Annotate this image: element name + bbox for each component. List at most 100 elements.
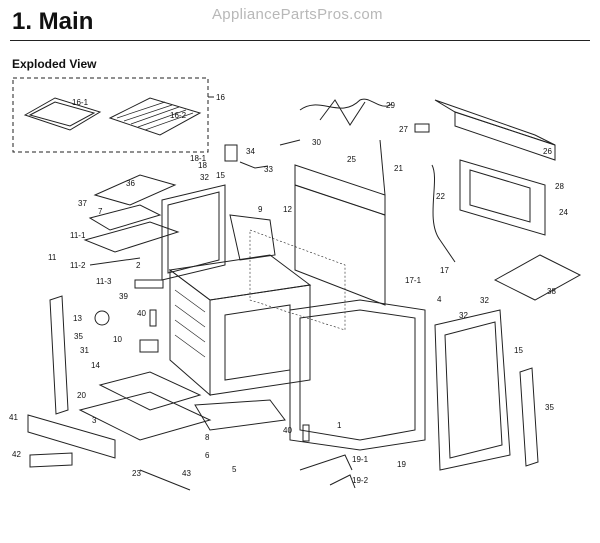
callout-label: 7 xyxy=(98,207,103,216)
callout-label: 28 xyxy=(555,182,564,191)
side-trim-35-right xyxy=(519,367,539,467)
bracket-27 xyxy=(414,123,430,133)
callout-label: 40 xyxy=(283,426,292,435)
callout-label: 31 xyxy=(80,346,89,355)
hinge-19-1 xyxy=(299,454,353,471)
callout-label: 15 xyxy=(216,171,225,180)
callout-label: 20 xyxy=(77,391,86,400)
callout-label: 6 xyxy=(205,451,210,460)
callout-label: 41 xyxy=(9,413,18,422)
trim-42 xyxy=(29,452,73,468)
kick-panel-41 xyxy=(27,414,116,459)
callout-label: 36 xyxy=(126,179,135,188)
callout-label: 35 xyxy=(545,403,554,412)
callout-label: 17-1 xyxy=(405,276,422,285)
callout-label: 27 xyxy=(399,125,408,134)
callout-label: 26 xyxy=(543,147,552,156)
callout-label: 34 xyxy=(246,147,255,156)
back-panel-front xyxy=(454,111,556,161)
callout-label: 24 xyxy=(559,208,568,217)
callout-label: 32 xyxy=(459,311,468,320)
door-glass xyxy=(444,321,503,459)
bracket-11-1 xyxy=(83,221,180,253)
section-subtitle: Exploded View xyxy=(12,57,97,71)
tube-21 xyxy=(379,139,386,196)
panel-7 xyxy=(88,204,162,231)
bracket-40 xyxy=(302,424,310,442)
oven-rack-bars xyxy=(116,101,194,131)
callout-label: 4 xyxy=(437,295,442,304)
hinge-19-2 xyxy=(329,474,356,489)
cavity-opening xyxy=(224,304,291,381)
callout-label: 35 xyxy=(74,332,83,341)
callout-label: 8 xyxy=(205,433,210,442)
rack-group-box xyxy=(12,77,209,153)
side-trim-35-left xyxy=(49,295,69,415)
title-rule xyxy=(10,40,590,41)
callout-label: 16 xyxy=(216,93,225,102)
callout-label: 32 xyxy=(200,173,209,182)
bracket-11-2 xyxy=(89,257,141,266)
cavity-left xyxy=(169,269,211,397)
callout-label: 14 xyxy=(91,361,100,370)
side-frame-15 xyxy=(161,184,226,281)
drawer-3 xyxy=(78,391,212,441)
callout-label: 11-3 xyxy=(96,277,112,286)
cavity-rack-slots xyxy=(174,289,206,358)
callout-label: 13 xyxy=(73,314,82,323)
callout-label: 25 xyxy=(347,155,356,164)
callout-label: 2 xyxy=(136,261,141,270)
back-panel-top xyxy=(434,99,556,146)
bracket-40b xyxy=(149,309,157,327)
flat-tray-part xyxy=(23,97,102,131)
back-frame-17 xyxy=(294,184,386,306)
callout-label: 5 xyxy=(232,465,237,474)
callout-label: 37 xyxy=(78,199,87,208)
rear-cover-part xyxy=(459,159,546,236)
callout-label: 9 xyxy=(258,205,263,214)
callout-label: 32 xyxy=(480,296,489,305)
top-panel-9 xyxy=(229,214,276,261)
back-insulation xyxy=(249,229,346,331)
callout-label: 16-2 xyxy=(170,111,187,120)
wire-33 xyxy=(239,161,269,169)
drawer-pan-20 xyxy=(98,371,202,411)
page-title: 1. Main xyxy=(12,8,94,35)
callout-label: 19 xyxy=(397,460,406,469)
callout-label: 40 xyxy=(137,309,146,318)
callout-label: 38 xyxy=(547,287,556,296)
bracket-11-3 xyxy=(134,279,164,289)
callout-label: 39 xyxy=(119,292,128,301)
callout-label: 21 xyxy=(394,164,403,173)
rear-cover-inner xyxy=(469,169,531,223)
callout-label: 1 xyxy=(337,421,342,430)
callout-label: 3 xyxy=(92,416,97,425)
callout-label: 15 xyxy=(514,346,523,355)
callout-label: 11 xyxy=(48,253,57,262)
oven-rack-part xyxy=(108,97,202,136)
cover-38 xyxy=(493,254,582,301)
base-plate-8 xyxy=(194,399,286,431)
rod-23 xyxy=(139,469,191,491)
cavity-top xyxy=(168,254,312,301)
knob-13 xyxy=(94,310,110,326)
panel-36 xyxy=(93,174,177,206)
door-15 xyxy=(434,309,511,471)
callout-label: 33 xyxy=(264,165,273,174)
callout-label: 29 xyxy=(386,101,395,110)
callout-label: 11-1 xyxy=(70,231,86,240)
callout-label: 12 xyxy=(283,205,292,214)
callout-label: 10 xyxy=(113,335,122,344)
tube-22 xyxy=(431,164,456,263)
callout-label: 16-1 xyxy=(72,98,89,107)
callout-label: 18-1 xyxy=(190,154,207,163)
callout-label: 11-2 xyxy=(70,261,86,270)
callout-label: 43 xyxy=(182,469,191,478)
bracket-10 xyxy=(139,339,159,353)
callout-label: 19-2 xyxy=(352,476,369,485)
wire-harness-part xyxy=(299,98,393,111)
outer-wrapper-inner xyxy=(299,309,416,441)
bracket-34 xyxy=(224,144,238,162)
